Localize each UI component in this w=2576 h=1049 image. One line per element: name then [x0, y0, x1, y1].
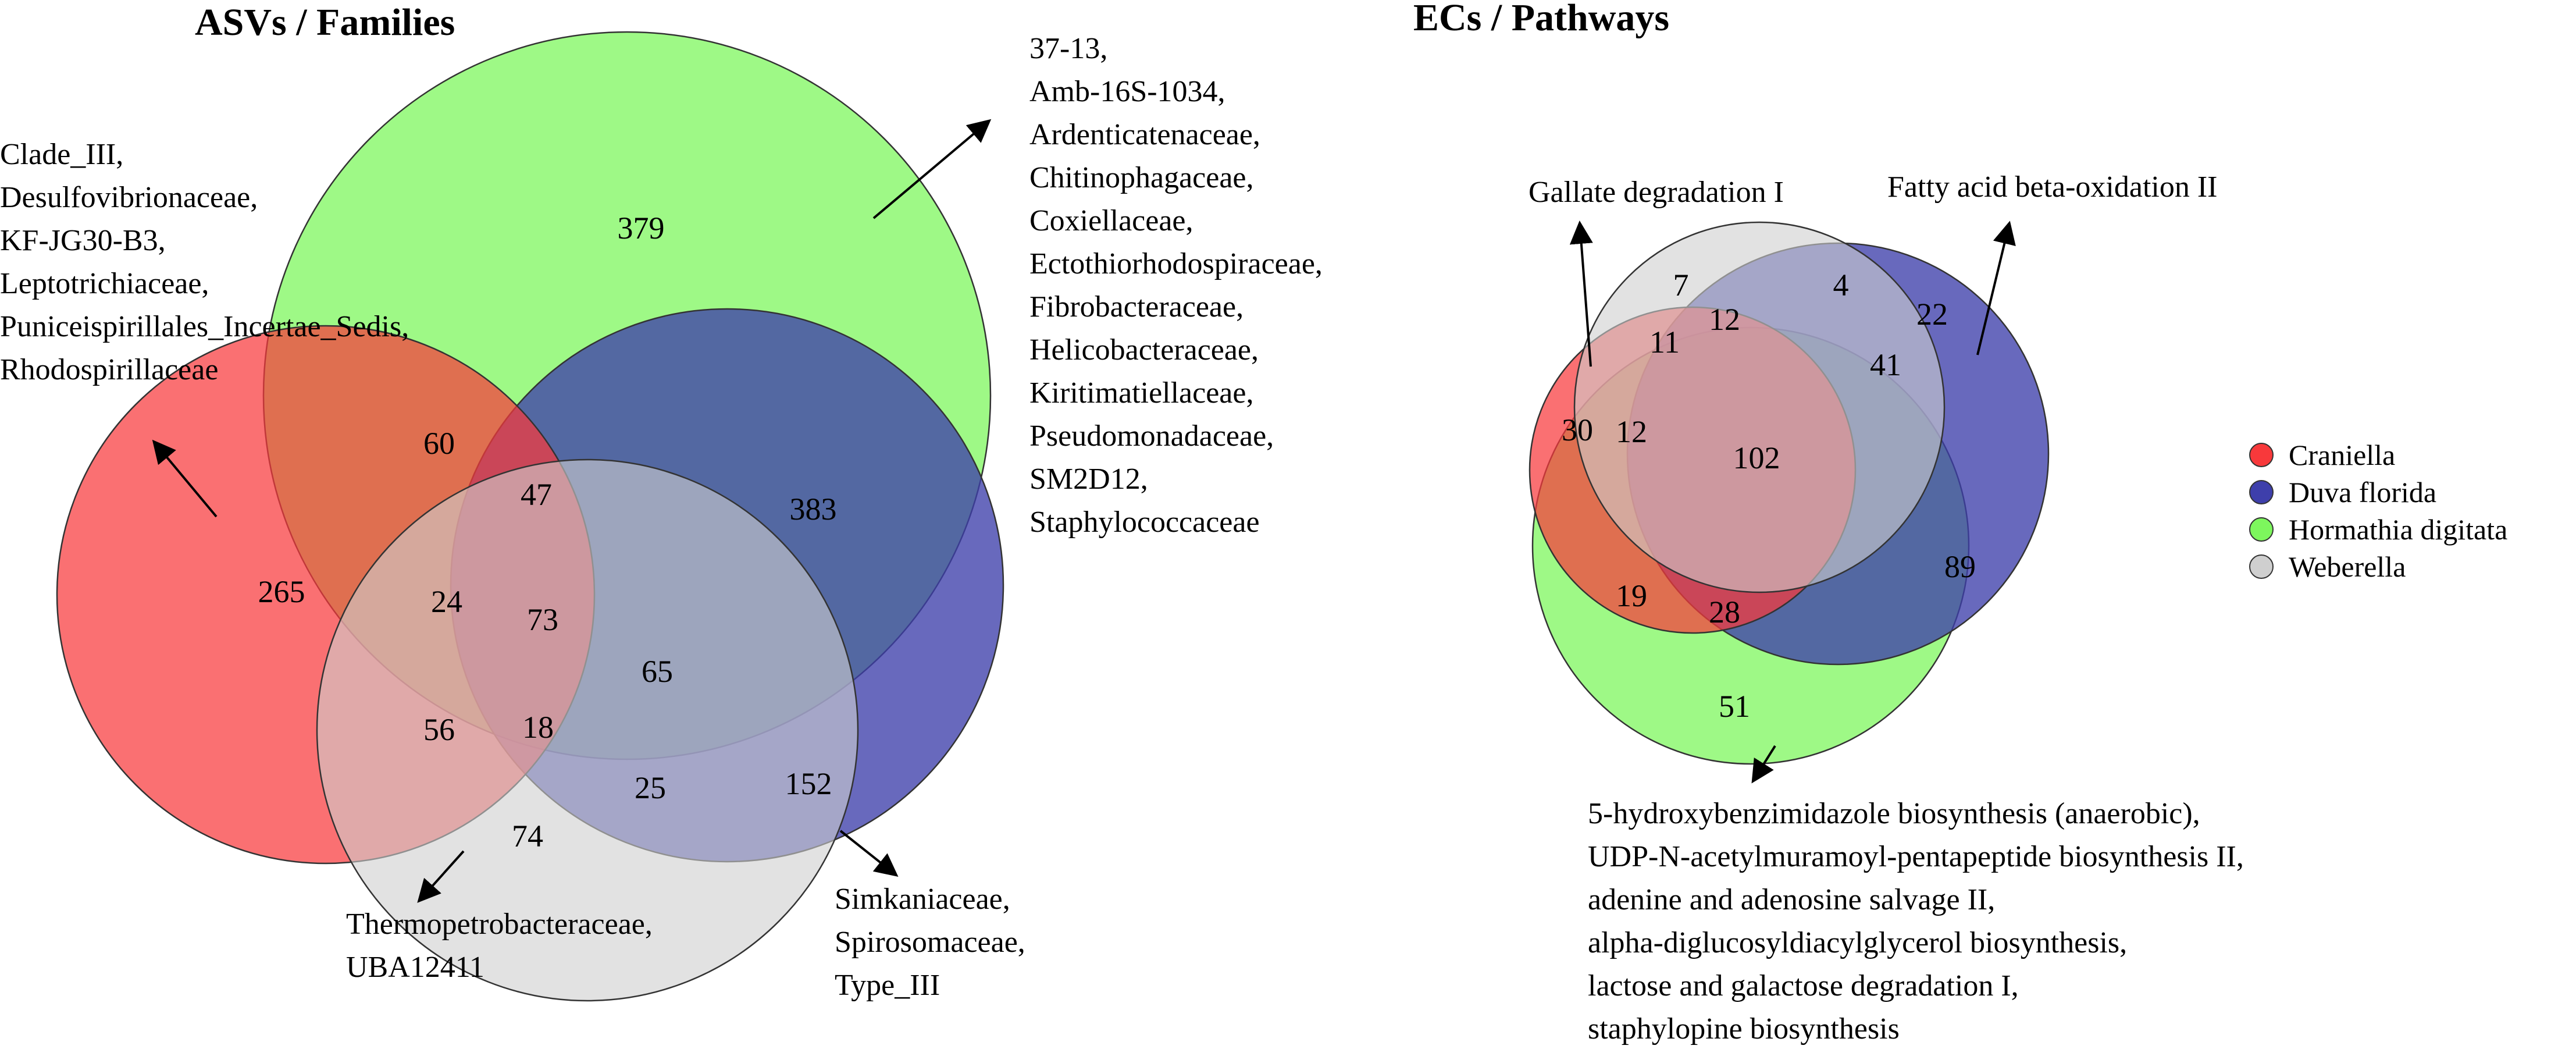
ec-weberella-circle — [1573, 221, 1946, 593]
asv-annotation-duva: Simkaniaceae, Spirosomaceae, Type_III — [835, 883, 1033, 1002]
asv-annotation-craniella-line: Puniceispirillales_Incertae_Sedis, — [0, 310, 409, 343]
asv-panel: ASVs / Families 379 60 265 47 383 24 73 … — [0, 1, 1330, 1002]
asv-annotation-weberella: Thermopetrobacteraceae, UBA12411 — [346, 908, 660, 984]
asv-annotation-hormathia-line: Chitinophagaceae, — [1029, 161, 1254, 194]
asv-annotation-hormathia-line: Kiritimatiellaceae, — [1029, 376, 1253, 410]
asv-count-duva-only: 152 — [785, 766, 832, 801]
legend: Craniella Duva florida Hormathia digitat… — [2249, 439, 2507, 583]
asv-count-all-four: 73 — [527, 602, 558, 637]
asv-annotation-hormathia: 37-13, Amb-16S-1034, Ardenticatenaceae, … — [1029, 32, 1330, 539]
legend-item: Craniella — [2249, 439, 2395, 471]
asv-panel-title: ASVs / Families — [195, 1, 455, 44]
asv-arrow-craniella — [152, 439, 218, 518]
ec-count-duva-only: 22 — [1916, 297, 1948, 332]
asv-arrow-hormathia — [872, 119, 992, 219]
asv-annotation-hormathia-line: Pseudomonadaceae, — [1029, 419, 1274, 453]
ec-count-weberella-only: 7 — [1673, 268, 1689, 303]
asv-annotation-hormathia-line: Fibrobacteraceae, — [1029, 290, 1244, 323]
ec-count-craniella-weberella-hormathia: 12 — [1616, 414, 1647, 449]
ec-annotation-hormathia-line: staphylopine biosynthesis — [1588, 1012, 1900, 1046]
legend-swatch — [2249, 554, 2274, 579]
legend-label: Duva florida — [2289, 476, 2436, 509]
ec-annotation-duva: Fatty acid beta-oxidation II — [1887, 170, 2217, 204]
legend-swatch — [2249, 517, 2274, 542]
ec-count-all-four: 102 — [1733, 440, 1780, 475]
legend-swatch — [2249, 480, 2274, 504]
legend-label: Craniella — [2289, 439, 2395, 471]
ec-annotation-hormathia-line: 5-hydroxybenzimidazole biosynthesis (ana… — [1588, 797, 2200, 830]
asv-arrow-weberella — [417, 850, 465, 903]
ec-annotation-hormathia-line: lactose and galactose degradation I, — [1588, 969, 2019, 1002]
asv-count-hormathia-only: 379 — [618, 211, 665, 246]
asv-count-hormathia-duva: 383 — [790, 492, 837, 527]
asv-annotation-craniella-line: Desulfovibrionaceae, — [0, 181, 258, 214]
ec-annotation-hormathia-line: alpha-diglucosyldiacylglycerol biosynthe… — [1588, 926, 2127, 959]
asv-annotation-craniella: Clade_III, Desulfovibrionaceae, KF-JG30-… — [0, 138, 416, 386]
ec-count-craniella-weberella: 11 — [1649, 325, 1680, 360]
asv-count-craniella-hormathia: 60 — [423, 426, 455, 461]
asv-annotation-hormathia-line: Ectothiorhodospiraceae, — [1029, 247, 1323, 280]
asv-annotation-duva-line: Type_III — [835, 969, 940, 1002]
ec-panel-title: ECs / Pathways — [1413, 0, 1669, 39]
asv-annotation-craniella-line: KF-JG30-B3, — [0, 224, 166, 257]
legend-item: Weberella — [2249, 550, 2406, 583]
ec-arrow-duva — [1976, 221, 2016, 355]
ec-count-duva-weberella: 4 — [1833, 268, 1849, 303]
legend-swatch — [2249, 443, 2274, 467]
ec-count-hormathia-only: 51 — [1719, 689, 1750, 724]
asv-count-craniella-duva-weberella: 18 — [522, 710, 554, 745]
asv-annotation-craniella-line: Leptotrichiaceae, — [0, 267, 209, 300]
ec-annotation-hormathia-line: UDP-N-acetylmuramoyl-pentapeptide biosyn… — [1588, 840, 2244, 873]
asv-annotation-hormathia-line: Ardenticatenaceae, — [1029, 118, 1260, 151]
ec-count-craniella-only: 30 — [1562, 413, 1593, 447]
legend-item: Hormathia digitata — [2249, 513, 2507, 546]
asv-annotation-duva-line: Spirosomaceae, — [835, 926, 1025, 959]
legend-item: Duva florida — [2249, 476, 2436, 509]
ec-count-craniella-duva-hormathia: 28 — [1709, 595, 1740, 630]
asv-count-craniella-weberella: 56 — [423, 712, 455, 747]
asv-annotation-hormathia-line: Amb-16S-1034, — [1029, 75, 1225, 108]
asv-count-craniella-only: 265 — [258, 574, 305, 609]
ec-count-craniella-hormathia: 19 — [1616, 578, 1647, 613]
asv-annotation-craniella-line: Clade_III, — [0, 138, 123, 171]
asv-count-hormathia-duva-weberella: 65 — [642, 654, 673, 689]
ec-count-craniella-weberella-duva: 12 — [1709, 302, 1740, 337]
legend-label: Hormathia digitata — [2289, 513, 2507, 546]
legend-label: Weberella — [2289, 550, 2406, 583]
ec-count-duva-hormathia: 89 — [1944, 549, 1976, 584]
ec-count-weberella-duva-hormathia: 41 — [1870, 347, 1901, 382]
asv-count-craniella-hormathia-duva: 47 — [521, 477, 552, 512]
ec-panel: ECs / Pathways 7 4 22 11 12 30 12 102 41… — [1413, 0, 2251, 1046]
asv-annotation-craniella-line: Rhodospirillaceae — [0, 353, 218, 386]
asv-annotation-weberella-line: UBA12411 — [346, 951, 484, 984]
asv-count-weberella-only: 74 — [512, 819, 543, 854]
asv-annotation-hormathia-line: Helicobacteraceae, — [1029, 333, 1259, 367]
ec-arrow-hormathia — [1751, 745, 1776, 784]
asv-annotation-duva-line: Simkaniaceae, — [835, 883, 1010, 916]
asv-count-duva-weberella: 25 — [635, 770, 666, 805]
ec-annotation-craniella: Gallate degradation I — [1529, 176, 1784, 209]
ec-arrow-craniella — [1569, 221, 1593, 367]
asv-annotation-hormathia-line: Staphylococcaceae — [1029, 506, 1260, 539]
ec-annotation-hormathia-line: adenine and adenosine salvage II, — [1588, 883, 1995, 916]
asv-annotation-hormathia-line: SM2D12, — [1029, 463, 1148, 496]
asv-annotation-hormathia-line: 37-13, — [1029, 32, 1107, 65]
asv-arrow-duva — [839, 830, 899, 877]
ec-annotation-hormathia: 5-hydroxybenzimidazole biosynthesis (ana… — [1588, 797, 2251, 1046]
asv-annotation-hormathia-line: Coxiellaceae, — [1029, 204, 1193, 237]
asv-annotation-weberella-line: Thermopetrobacteraceae, — [346, 908, 653, 941]
asv-count-craniella-hormathia-weberella: 24 — [431, 584, 462, 619]
